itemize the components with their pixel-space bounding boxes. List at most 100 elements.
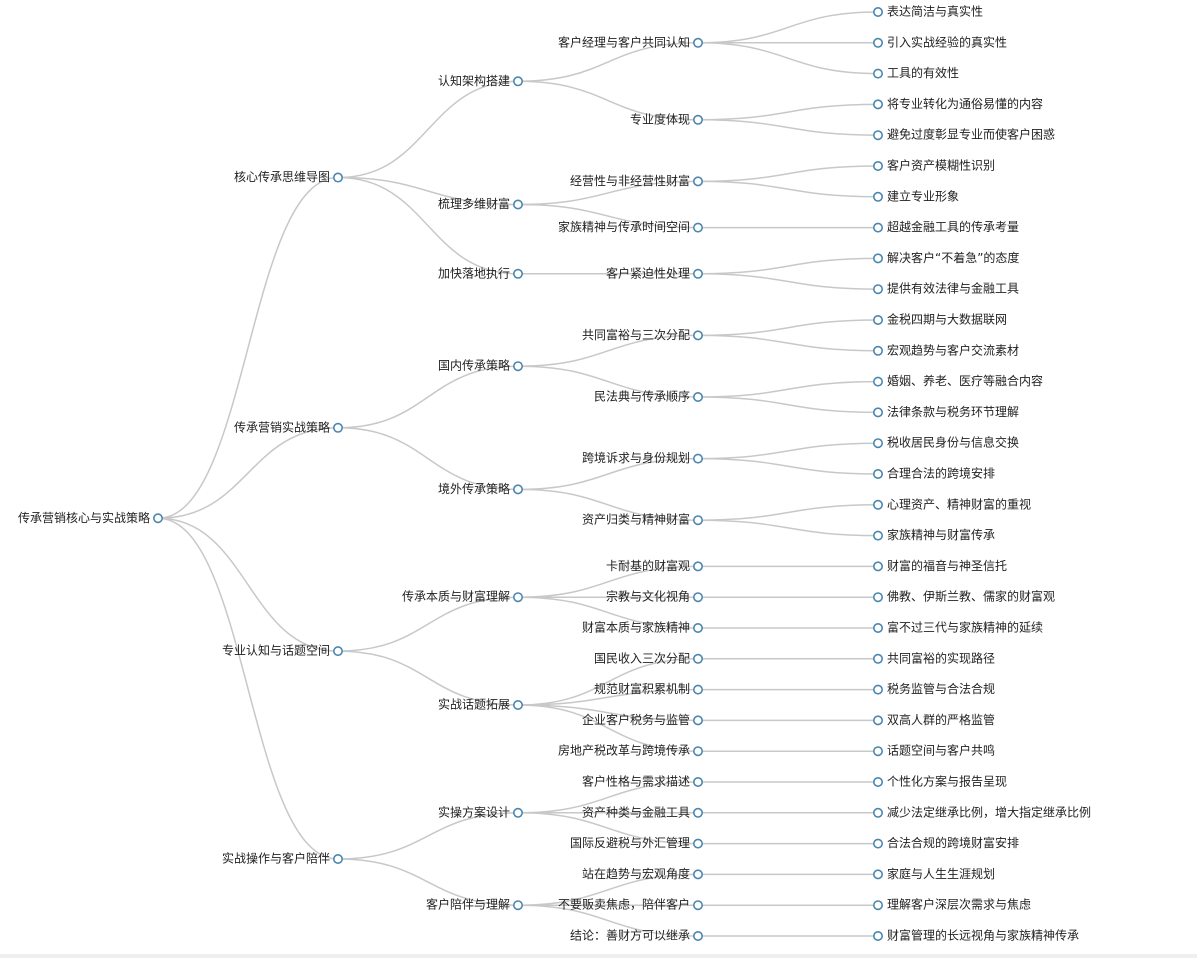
- node-toggle-dot[interactable]: [692, 561, 703, 572]
- mindmap-node[interactable]: 宗教与文化视角: [606, 589, 703, 604]
- node-toggle-dot[interactable]: [512, 900, 523, 911]
- mindmap-node[interactable]: 金税四期与大数据联网: [872, 312, 1007, 327]
- mindmap-node[interactable]: 将专业转化为通俗易懂的内容: [872, 96, 1043, 111]
- node-toggle-dot[interactable]: [872, 68, 883, 79]
- mindmap-node[interactable]: 心理资产、精神财富的重视: [872, 496, 1031, 511]
- node-toggle-dot[interactable]: [872, 253, 883, 264]
- mindmap-node[interactable]: 工具的有效性: [872, 65, 959, 80]
- node-toggle-dot[interactable]: [872, 161, 883, 172]
- node-toggle-dot[interactable]: [512, 268, 523, 279]
- node-toggle-dot[interactable]: [872, 191, 883, 202]
- node-toggle-dot[interactable]: [692, 869, 703, 880]
- node-toggle-dot[interactable]: [872, 900, 883, 911]
- node-toggle-dot[interactable]: [872, 715, 883, 726]
- node-toggle-dot[interactable]: [872, 561, 883, 572]
- mindmap-node[interactable]: 实战话题拓展: [438, 697, 523, 712]
- node-toggle-dot[interactable]: [512, 361, 523, 372]
- node-toggle-dot[interactable]: [692, 838, 703, 849]
- mindmap-node[interactable]: 客户紧迫性处理: [606, 265, 703, 280]
- mindmap-node[interactable]: 实战操作与客户陪伴: [222, 851, 343, 866]
- mindmap-node[interactable]: 加快落地执行: [438, 266, 523, 280]
- mindmap-node[interactable]: 资产种类与金融工具: [582, 804, 703, 819]
- node-toggle-dot[interactable]: [153, 513, 164, 524]
- node-toggle-dot[interactable]: [872, 345, 883, 356]
- node-toggle-dot[interactable]: [692, 622, 703, 633]
- node-toggle-dot[interactable]: [872, 592, 883, 603]
- mindmap-node[interactable]: 房地产税改革与跨境传承: [558, 743, 703, 758]
- node-toggle-dot[interactable]: [692, 453, 703, 464]
- mindmap-node[interactable]: 传承营销实战策略: [234, 419, 343, 434]
- node-toggle-dot[interactable]: [692, 268, 703, 279]
- node-toggle-dot[interactable]: [332, 172, 343, 183]
- mindmap-node[interactable]: 传承本质与财富理解: [402, 589, 523, 604]
- mindmap-node[interactable]: 国民收入三次分配: [594, 651, 703, 665]
- mindmap-node[interactable]: 传承营销核心与实战策略: [18, 510, 164, 525]
- mindmap-node[interactable]: 避免过度彰显专业而使客户困惑: [872, 127, 1055, 142]
- mindmap-node[interactable]: 财富管理的长远视角与家族精神传承: [872, 928, 1079, 943]
- node-toggle-dot[interactable]: [692, 114, 703, 125]
- mindmap-node[interactable]: 家庭与人生生涯规划: [872, 866, 995, 881]
- node-toggle-dot[interactable]: [872, 838, 883, 849]
- mindmap-node[interactable]: 跨境诉求与身份规划: [582, 450, 703, 465]
- node-toggle-dot[interactable]: [512, 699, 523, 710]
- node-toggle-dot[interactable]: [692, 900, 703, 911]
- mindmap-node[interactable]: 宏观趋势与客户交流素材: [872, 342, 1019, 357]
- mindmap-node[interactable]: 客户陪伴与理解: [426, 897, 523, 912]
- node-toggle-dot[interactable]: [512, 484, 523, 495]
- mindmap-node[interactable]: 核心传承思维导图: [234, 169, 343, 184]
- mindmap-node[interactable]: 境外传承策略: [438, 481, 523, 496]
- node-toggle-dot[interactable]: [692, 176, 703, 187]
- mindmap-node[interactable]: 客户性格与需求描述: [582, 774, 703, 789]
- node-toggle-dot[interactable]: [332, 422, 343, 433]
- node-toggle-dot[interactable]: [872, 284, 883, 295]
- node-toggle-dot[interactable]: [692, 653, 703, 664]
- node-toggle-dot[interactable]: [872, 7, 883, 17]
- mindmap-node[interactable]: 超越金融工具的传承考量: [872, 219, 1019, 234]
- mindmap-node[interactable]: 规范财富积累机制: [594, 681, 703, 696]
- node-toggle-dot[interactable]: [512, 76, 523, 87]
- mindmap-node[interactable]: 家族精神与传承时间空间: [558, 219, 703, 234]
- node-toggle-dot[interactable]: [872, 869, 883, 880]
- mindmap-node[interactable]: 税务监管与合法合规: [872, 681, 995, 696]
- mindmap-node[interactable]: 实操方案设计: [438, 804, 523, 819]
- mindmap-node[interactable]: 建立专业形象: [872, 188, 959, 203]
- node-toggle-dot[interactable]: [872, 222, 883, 233]
- node-toggle-dot[interactable]: [872, 776, 883, 787]
- node-toggle-dot[interactable]: [872, 746, 883, 757]
- node-toggle-dot[interactable]: [692, 776, 703, 787]
- mindmap-node[interactable]: 国际反避税与外汇管理: [570, 835, 703, 850]
- mindmap-node[interactable]: 客户资产模糊性识别: [872, 158, 995, 173]
- mindmap-node[interactable]: 共同富裕与三次分配: [582, 327, 703, 342]
- node-toggle-dot[interactable]: [692, 391, 703, 402]
- node-toggle-dot[interactable]: [692, 37, 703, 48]
- node-toggle-dot[interactable]: [872, 530, 883, 541]
- mindmap-node[interactable]: 结论：善财方可以继承: [570, 928, 703, 943]
- node-toggle-dot[interactable]: [872, 499, 883, 510]
- node-toggle-dot[interactable]: [872, 130, 883, 141]
- mindmap-node[interactable]: 企业客户税务与监管: [582, 712, 703, 727]
- node-toggle-dot[interactable]: [872, 99, 883, 110]
- mindmap-node[interactable]: 家族精神与财富传承: [872, 527, 995, 542]
- mindmap-node[interactable]: 民法典与传承顺序: [594, 389, 703, 404]
- mindmap-node[interactable]: 税收居民身份与信息交换: [872, 435, 1019, 450]
- node-toggle-dot[interactable]: [692, 684, 703, 695]
- mindmap-node[interactable]: 不要贩卖焦虑，陪伴客户: [558, 897, 703, 912]
- mindmap-node[interactable]: 理解客户深层次需求与焦虑: [872, 897, 1031, 912]
- mindmap-node[interactable]: 合法合规的跨境财富安排: [872, 835, 1019, 850]
- mindmap-node[interactable]: 国内传承策略: [438, 358, 523, 373]
- mindmap-node[interactable]: 减少法定继承比例，增大指定继承比例: [872, 804, 1091, 819]
- mindmap-node[interactable]: 梳理多维财富: [438, 196, 523, 211]
- node-toggle-dot[interactable]: [692, 330, 703, 341]
- node-toggle-dot[interactable]: [872, 930, 883, 941]
- node-toggle-dot[interactable]: [332, 646, 343, 657]
- mindmap-node[interactable]: 法律条款与税务环节理解: [872, 404, 1019, 419]
- mindmap-node[interactable]: 认知架构搭建: [438, 73, 523, 88]
- mindmap-node[interactable]: 话题空间与客户共鸣: [872, 743, 995, 758]
- node-toggle-dot[interactable]: [692, 807, 703, 818]
- mindmap-node[interactable]: 财富本质与家族精神: [582, 620, 703, 635]
- node-toggle-dot[interactable]: [872, 653, 883, 664]
- node-toggle-dot[interactable]: [692, 715, 703, 726]
- node-toggle-dot[interactable]: [512, 199, 523, 210]
- mindmap-node[interactable]: 合理合法的跨境安排: [872, 466, 995, 481]
- node-toggle-dot[interactable]: [872, 468, 883, 479]
